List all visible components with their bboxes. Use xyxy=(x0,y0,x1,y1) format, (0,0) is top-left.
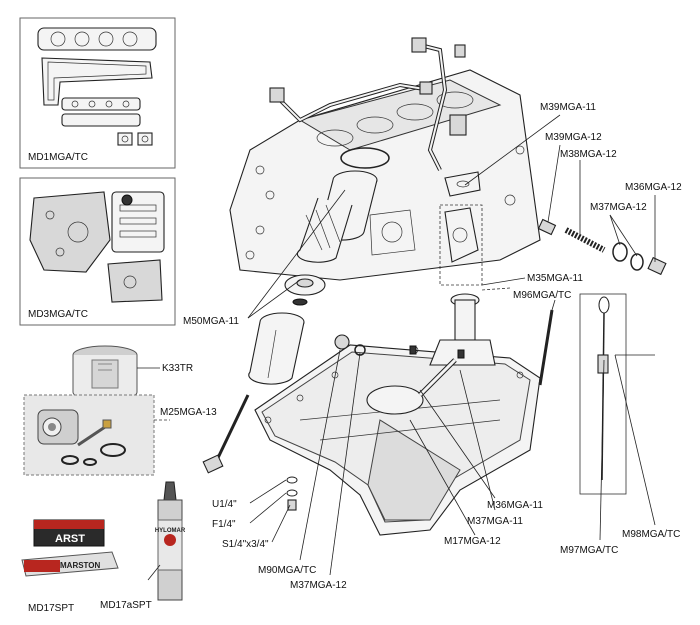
label-md17a: MD17aSPT xyxy=(100,600,152,611)
sealant-cartridge-photo: HYLOMAR MD17aSPT xyxy=(100,481,186,611)
label-s1: S1/4"x3/4" xyxy=(222,539,269,550)
label-u1: U1/4" xyxy=(212,499,237,510)
label-m98: M98MGA/TC xyxy=(622,529,680,540)
label-m39b: M39MGA-12 xyxy=(545,132,602,143)
label-md1: MD1MGA/TC xyxy=(28,152,88,163)
oil-sump-pan xyxy=(254,344,541,536)
label-k33: K33TR xyxy=(162,363,193,374)
cartridge-brand-text: HYLOMAR xyxy=(155,528,186,534)
label-m25: M25MGA-13 xyxy=(160,407,217,418)
head-gasket-icon xyxy=(37,27,157,51)
oil-pump-assembly xyxy=(366,171,496,415)
label-m36b: M36MGA-12 xyxy=(625,182,682,193)
label-m97: M97MGA/TC xyxy=(560,545,618,556)
leader-lines xyxy=(247,114,656,576)
filter-bowl xyxy=(248,312,305,385)
filter-housing-assembly xyxy=(284,147,390,306)
label-m37a: M37MGA-11 xyxy=(467,516,523,527)
label-m37c: M37MGA-12 xyxy=(590,202,647,213)
dipstick-group xyxy=(538,293,627,495)
timing-cover-gasket-icon xyxy=(29,191,111,273)
label-m90: M90MGA/TC xyxy=(258,565,316,576)
gasket-set-md3-panel: MD3MGA/TC xyxy=(19,177,176,326)
manifold-gasket-icon xyxy=(61,97,141,127)
label-md3: MD3MGA/TC xyxy=(28,309,88,320)
oil-pipe-assembly xyxy=(269,37,467,171)
relief-valve-parts xyxy=(537,218,667,276)
adapter-block-icon xyxy=(37,409,79,445)
bolt-icon xyxy=(77,419,112,447)
sump-gasket-icon xyxy=(111,191,165,253)
filter-conversion-photo: M25MGA-13 xyxy=(23,394,217,476)
tube-brand-text: MARSTON xyxy=(60,561,101,570)
oil-filter-photo: K33TR xyxy=(72,345,193,402)
part-labels: M50MGA-11 M39MGA-11 M39MGA-12 M38MGA-12 … xyxy=(183,102,682,591)
label-m96: M96MGA/TC xyxy=(513,290,571,301)
label-m37b: M37MGA-12 xyxy=(290,580,347,591)
small-fasteners xyxy=(286,334,465,511)
label-m36a: M36MGA-11 xyxy=(487,500,543,511)
label-m17: M17MGA-12 xyxy=(444,536,501,547)
label-md17: MD17SPT xyxy=(28,603,74,614)
label-m39a: M39MGA-11 xyxy=(540,102,596,113)
o-rings-icon xyxy=(61,443,126,466)
label-m38: M38MGA-12 xyxy=(560,149,617,160)
gasket-set-md1-panel: MD1MGA/TC xyxy=(19,17,176,169)
label-m50: M50MGA-11 xyxy=(183,316,239,327)
front-plate-gasket-icon xyxy=(107,259,163,303)
label-f1: F1/4" xyxy=(212,519,236,530)
rocker-gasket-icon xyxy=(41,57,153,106)
small-gaskets-icon xyxy=(117,132,153,146)
label-m35: M35MGA-11 xyxy=(527,273,583,284)
box-brand-text: ARST xyxy=(55,533,85,545)
long-through-bolt xyxy=(202,394,250,474)
sealant-tube-photo: ARST MARSTON MD17SPT xyxy=(21,519,119,614)
